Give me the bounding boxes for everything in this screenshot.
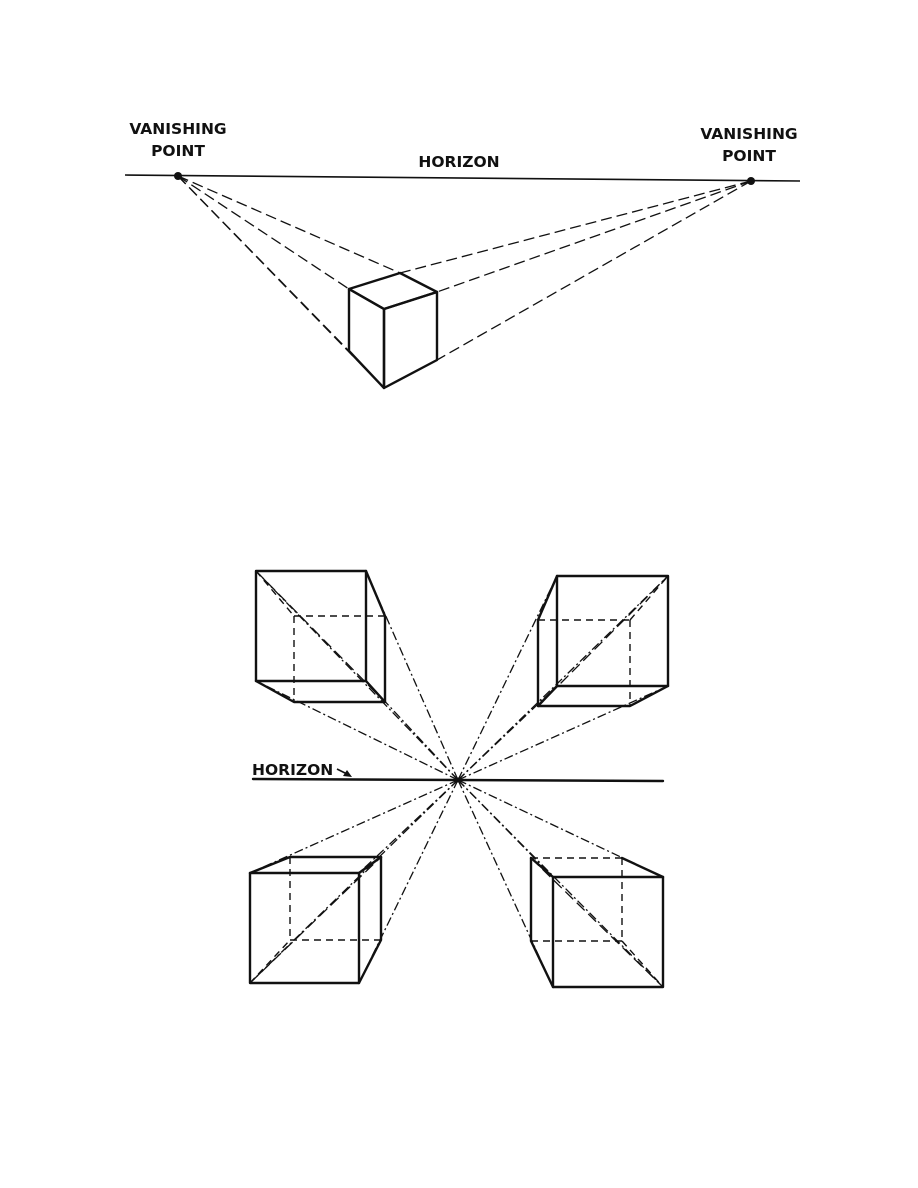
construction-lines-right: [399, 180, 752, 361]
two-point-cube: [347, 271, 439, 390]
horizon-label-bottom: HORIZON: [252, 761, 333, 779]
vanishing-point-right-label-line1: VANISHING: [700, 125, 797, 143]
vanishing-point-left-label-line2: POINT: [151, 142, 205, 160]
two-point-perspective-figure: VANISHING POINT VANISHING POINT HORIZON: [124, 120, 801, 390]
cube-bottom-left: [248, 855, 383, 985]
horizon-line-top: [124, 174, 801, 182]
horizon-arrow-head-icon: [343, 770, 352, 777]
construction-lines-left: [177, 175, 401, 389]
vanishing-point-left-label-line1: VANISHING: [129, 120, 226, 138]
vanishing-point-right-label-line2: POINT: [722, 147, 776, 165]
cube-top-left: [254, 569, 387, 704]
one-point-perspective-figure: HORIZON: [248, 569, 670, 989]
horizon-label-top: HORIZON: [418, 153, 499, 171]
cube-bottom-right: [529, 856, 665, 989]
cube-top-right: [536, 574, 670, 708]
